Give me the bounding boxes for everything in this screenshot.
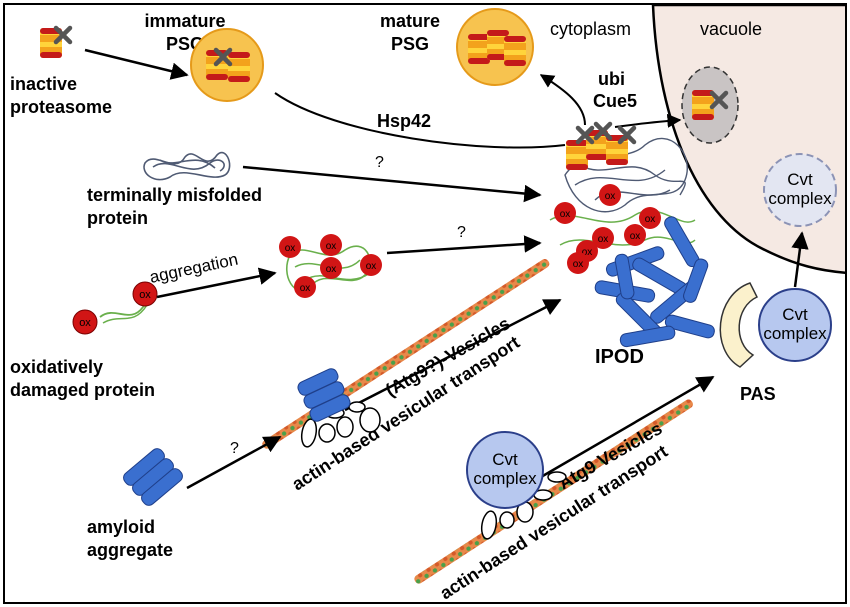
arrow-to-vacuole xyxy=(614,113,682,128)
ox-label: ox xyxy=(645,214,656,225)
ox-label: ox xyxy=(285,243,296,254)
cvt-pas-label-line1: Cvt xyxy=(782,305,808,324)
ox-label: ox xyxy=(573,259,584,270)
ox-label: ox xyxy=(630,231,641,242)
ox-label: ox xyxy=(582,247,593,258)
ox-label: ox xyxy=(79,317,91,329)
misfolded-label-line2: protein xyxy=(87,208,148,228)
arrow-amyloid-vesicles xyxy=(186,435,282,490)
ox-label: ox xyxy=(598,234,609,245)
immature-label-line1: immature xyxy=(144,11,225,31)
arrow-atg9-pas xyxy=(509,375,715,497)
inactive-label-line2: proteasome xyxy=(10,97,112,117)
inactive-label-line1: inactive xyxy=(10,74,77,94)
arrow-to-mature xyxy=(539,74,586,126)
figure-frame: vacuole cytoplasm Cvt complex inactive p… xyxy=(3,3,847,604)
cvt-lower-label-line2: complex xyxy=(473,469,537,488)
ipod: ox ox ox ox ox ox ox xyxy=(549,124,715,348)
cytoplasm-label: cytoplasm xyxy=(550,19,631,39)
aggregation-label: aggregation xyxy=(148,250,240,287)
cvt-complex-vacuole: Cvt complex xyxy=(763,153,837,227)
amyloid-aggregate xyxy=(123,448,183,506)
misfolded-label-line1: terminally misfolded xyxy=(87,185,262,205)
ox-label: ox xyxy=(366,261,377,272)
ox-label: ox xyxy=(326,241,337,252)
ubi-label: ubi xyxy=(598,69,625,89)
ox-label: ox xyxy=(139,289,151,301)
misfolded-protein xyxy=(143,151,231,181)
ox-label: ox xyxy=(326,264,337,275)
pas: Cvt complex xyxy=(719,282,832,368)
hsp42-label: Hsp42 xyxy=(377,111,431,131)
ox-label: ox xyxy=(300,283,311,294)
amyloid-on-vesicle xyxy=(297,368,351,422)
mature-label-line2: PSG xyxy=(391,34,429,54)
cvt-vacuole-label-line2: complex xyxy=(768,189,832,208)
vesicles-upper xyxy=(300,401,381,448)
ox-label: ox xyxy=(560,209,571,220)
ox-label: ox xyxy=(605,191,616,202)
cvt-pas-label-line2: complex xyxy=(763,324,827,343)
diagram-canvas: vacuole cytoplasm Cvt complex inactive p… xyxy=(10,5,845,602)
immature-psg xyxy=(190,28,264,102)
question-mark-2: ? xyxy=(457,224,466,241)
arrow-misfolded-ipod xyxy=(242,165,542,203)
cvt-vacuole-label-line1: Cvt xyxy=(787,170,813,189)
mature-psg xyxy=(456,8,534,86)
pas-label: PAS xyxy=(740,384,776,404)
inactive-proteasome xyxy=(40,28,70,58)
hsp42-path xyxy=(274,92,566,149)
arrow-to-immature xyxy=(84,48,189,80)
oxidative-label-line1: oxidatively xyxy=(10,357,103,377)
mature-label-line1: mature xyxy=(380,11,440,31)
oxidized-protein: ox ox xyxy=(72,281,158,335)
cvt-complex-lower: Cvt complex xyxy=(466,431,544,509)
arrow-aggregation xyxy=(156,267,277,299)
amyloid-label-line1: amyloid xyxy=(87,517,155,537)
oxidized-aggregate: ox ox ox ox ox xyxy=(279,234,382,298)
arrow-vesicles-ipod xyxy=(344,298,562,412)
question-mark-1: ? xyxy=(375,154,384,171)
amyloid-label-line2: aggregate xyxy=(87,540,173,560)
question-mark-3: ? xyxy=(230,440,239,457)
arrow-pas-vacuole xyxy=(791,231,809,288)
vacuole-label: vacuole xyxy=(700,19,762,39)
cue5-label: Cue5 xyxy=(593,91,637,111)
arrow-aggregate-ipod xyxy=(386,235,542,255)
oxidative-label-line2: damaged protein xyxy=(10,380,155,400)
autophagic-body xyxy=(681,66,739,144)
cvt-lower-label-line1: Cvt xyxy=(492,450,518,469)
ipod-label: IPOD xyxy=(595,346,644,368)
